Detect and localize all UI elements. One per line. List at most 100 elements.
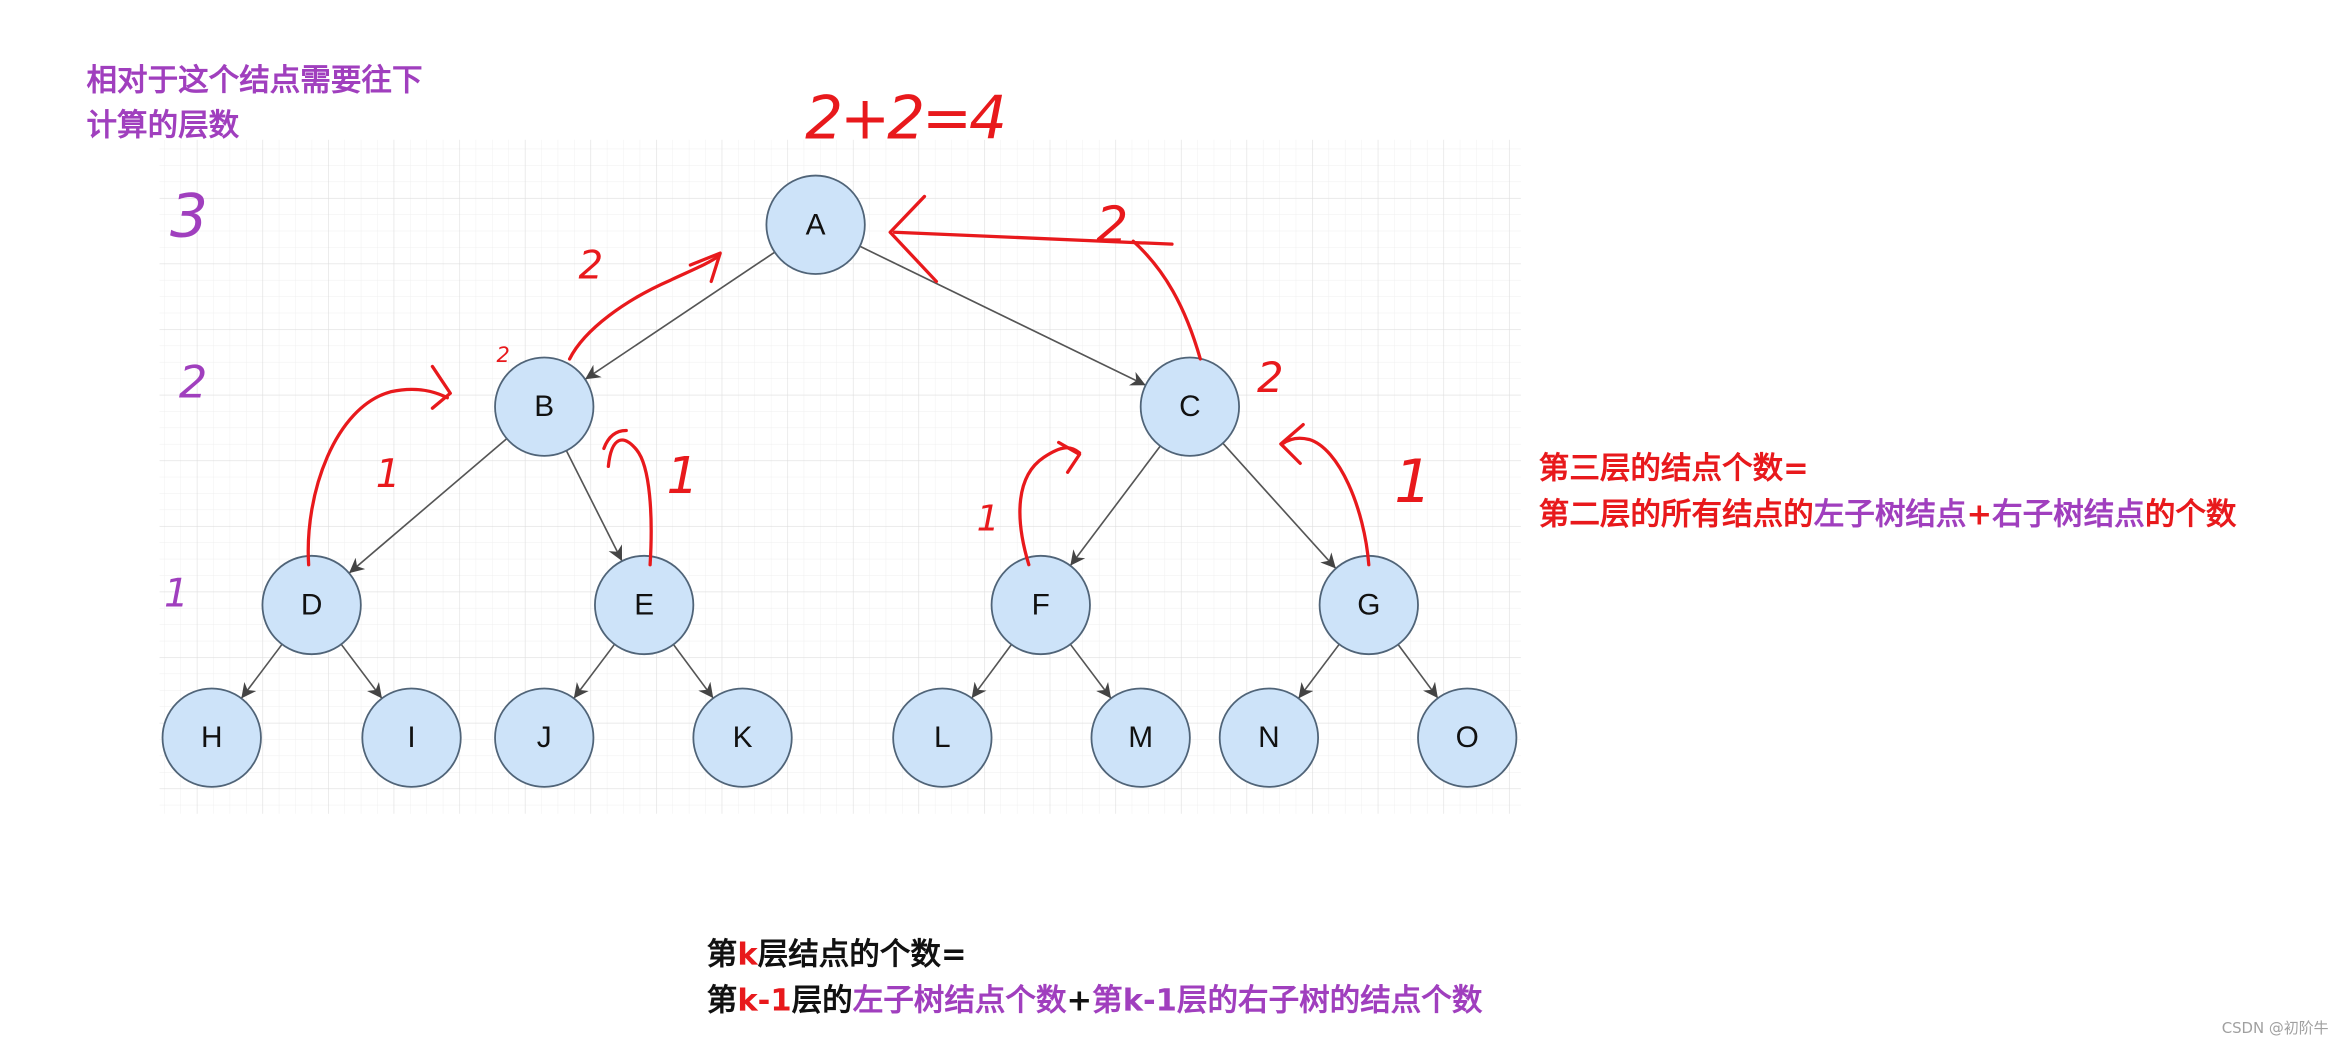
tree-node-h: H — [161, 687, 262, 788]
node-circle — [765, 174, 866, 275]
hw-depth-lower: 1 — [164, 571, 189, 616]
edge-f-to-l — [971, 644, 1013, 699]
formula-line-1: 第k层结点的个数= — [707, 936, 967, 972]
node-label: D — [301, 589, 323, 622]
tree-node-b: B — [494, 356, 595, 457]
depth-note-line-2: 计算的层数 — [86, 107, 239, 143]
node-circle — [1139, 356, 1240, 457]
ink-arrow-g-to-c — [1279, 422, 1371, 567]
formula-2-seg-6: 第k-1层的右子树的结点个数 — [1092, 983, 1483, 1019]
tree-node-n: N — [1218, 687, 1320, 788]
node-label: E — [634, 589, 654, 622]
ink-arrow-c-to-a — [888, 194, 1202, 361]
edge-b-to-d — [348, 437, 508, 574]
hw-e-to-b: 1 — [667, 446, 699, 505]
formula-2-seg-3: 层的 — [792, 984, 853, 1019]
hw-depth-top: 3 — [170, 183, 208, 252]
tree-edges — [240, 245, 1439, 699]
node-label: I — [407, 721, 415, 754]
handwritten-numbers: 2+2=4 3 2 1 2 2 2 2 1 1 1 1 — [164, 84, 1432, 616]
edge-a-to-b — [584, 251, 776, 380]
right-note-seg-5: 的个数 — [2145, 497, 2237, 532]
hw-total: 2+2=4 — [805, 84, 1004, 153]
tree-node-o: O — [1417, 687, 1518, 788]
node-label: L — [934, 721, 951, 754]
tree-node-g: G — [1318, 554, 1419, 656]
node-circle — [594, 554, 695, 656]
right-note-seg-3: + — [1966, 497, 1992, 532]
hw-b-to-a: 2 — [579, 243, 604, 288]
hw-d-to-b: 1 — [376, 452, 401, 497]
node-label: G — [1357, 589, 1380, 622]
node-label: H — [201, 721, 223, 754]
tree-nodes: A B C D E F G H I J K L M N O — [161, 174, 1518, 788]
formula-1-seg-2: k — [737, 937, 758, 972]
tree-node-l: L — [892, 687, 993, 788]
hw-c-side: 2 — [1257, 353, 1284, 402]
tree-node-c: C — [1139, 356, 1240, 457]
right-note-line-2: 第二层的所有结点的左子树结点+右子树结点的个数 — [1539, 496, 2237, 532]
right-note-line-1: 第三层的结点个数= — [1539, 450, 1809, 486]
node-circle — [1417, 687, 1518, 788]
node-label: F — [1032, 589, 1050, 622]
node-label: A — [806, 208, 826, 241]
tree-node-d: D — [261, 554, 362, 656]
formula-1-seg-1: 第 — [707, 936, 738, 972]
formula-2-seg-1: 第 — [707, 983, 738, 1019]
hw-c-to-a: 2 — [1096, 196, 1128, 255]
tree-node-f: F — [990, 554, 1091, 656]
node-circle — [892, 687, 993, 788]
formula-2-seg-4: 左子树结点个数 — [853, 984, 1067, 1019]
node-circle — [494, 687, 595, 788]
node-label: O — [1456, 721, 1479, 754]
right-note-seg-4: 右子树结点 — [1992, 497, 2145, 532]
node-circle — [494, 356, 595, 457]
node-label: M — [1128, 721, 1153, 754]
formula-line-2: 第k-1层的左子树结点个数+第k-1层的右子树的结点个数 — [707, 983, 1483, 1019]
right-note-seg-1: 第二层的所有结点的 — [1539, 496, 1814, 532]
node-label: N — [1258, 721, 1280, 754]
right-note-seg-2: 左子树结点 — [1814, 497, 1967, 532]
tree-node-m: M — [1090, 687, 1191, 788]
hw-b-small: 2 — [497, 343, 510, 367]
ink-arrow-e-to-b — [602, 428, 653, 567]
edge-f-to-m — [1069, 643, 1112, 699]
hw-depth-middle: 2 — [179, 356, 207, 409]
node-circle — [990, 554, 1091, 656]
watermark: CSDN @初阶牛 — [2222, 1019, 2329, 1037]
node-label: C — [1179, 390, 1201, 423]
edge-e-to-k — [672, 644, 714, 699]
edge-c-to-g — [1222, 442, 1337, 570]
depth-note-line-1: 相对于这个结点需要往下 — [86, 63, 422, 99]
edge-g-to-o — [1397, 644, 1439, 699]
formula-1-seg-3: 层结点的个数= — [758, 937, 967, 972]
node-label: B — [534, 390, 554, 423]
node-circle — [161, 687, 262, 788]
tree-node-a: A — [765, 174, 866, 275]
tree-node-k: K — [692, 687, 793, 788]
node-circle — [361, 687, 462, 788]
node-circle — [1090, 687, 1191, 788]
ink-arrow-d-to-b — [306, 364, 452, 567]
edge-e-to-j — [573, 643, 616, 699]
edge-d-to-i — [340, 643, 383, 699]
hw-f-to-c: 1 — [977, 498, 1000, 539]
node-circle — [1218, 687, 1320, 788]
edge-b-to-e — [565, 450, 623, 562]
hw-g-to-c: 1 — [1394, 448, 1432, 517]
node-circle — [261, 554, 362, 656]
ink-arrows — [306, 194, 1371, 567]
tree-node-i: I — [361, 687, 462, 788]
tree-node-j: J — [494, 687, 595, 788]
edge-a-to-c — [859, 245, 1146, 386]
tree-node-e: E — [594, 554, 695, 656]
ink-arrow-b-to-a — [567, 251, 722, 361]
edge-d-to-h — [240, 643, 283, 699]
edge-c-to-f — [1069, 445, 1161, 567]
ink-arrow-f-to-c — [1018, 440, 1082, 567]
node-label: K — [733, 721, 753, 754]
edge-g-to-n — [1297, 643, 1340, 699]
node-circle — [692, 687, 793, 788]
node-label: J — [537, 721, 552, 754]
